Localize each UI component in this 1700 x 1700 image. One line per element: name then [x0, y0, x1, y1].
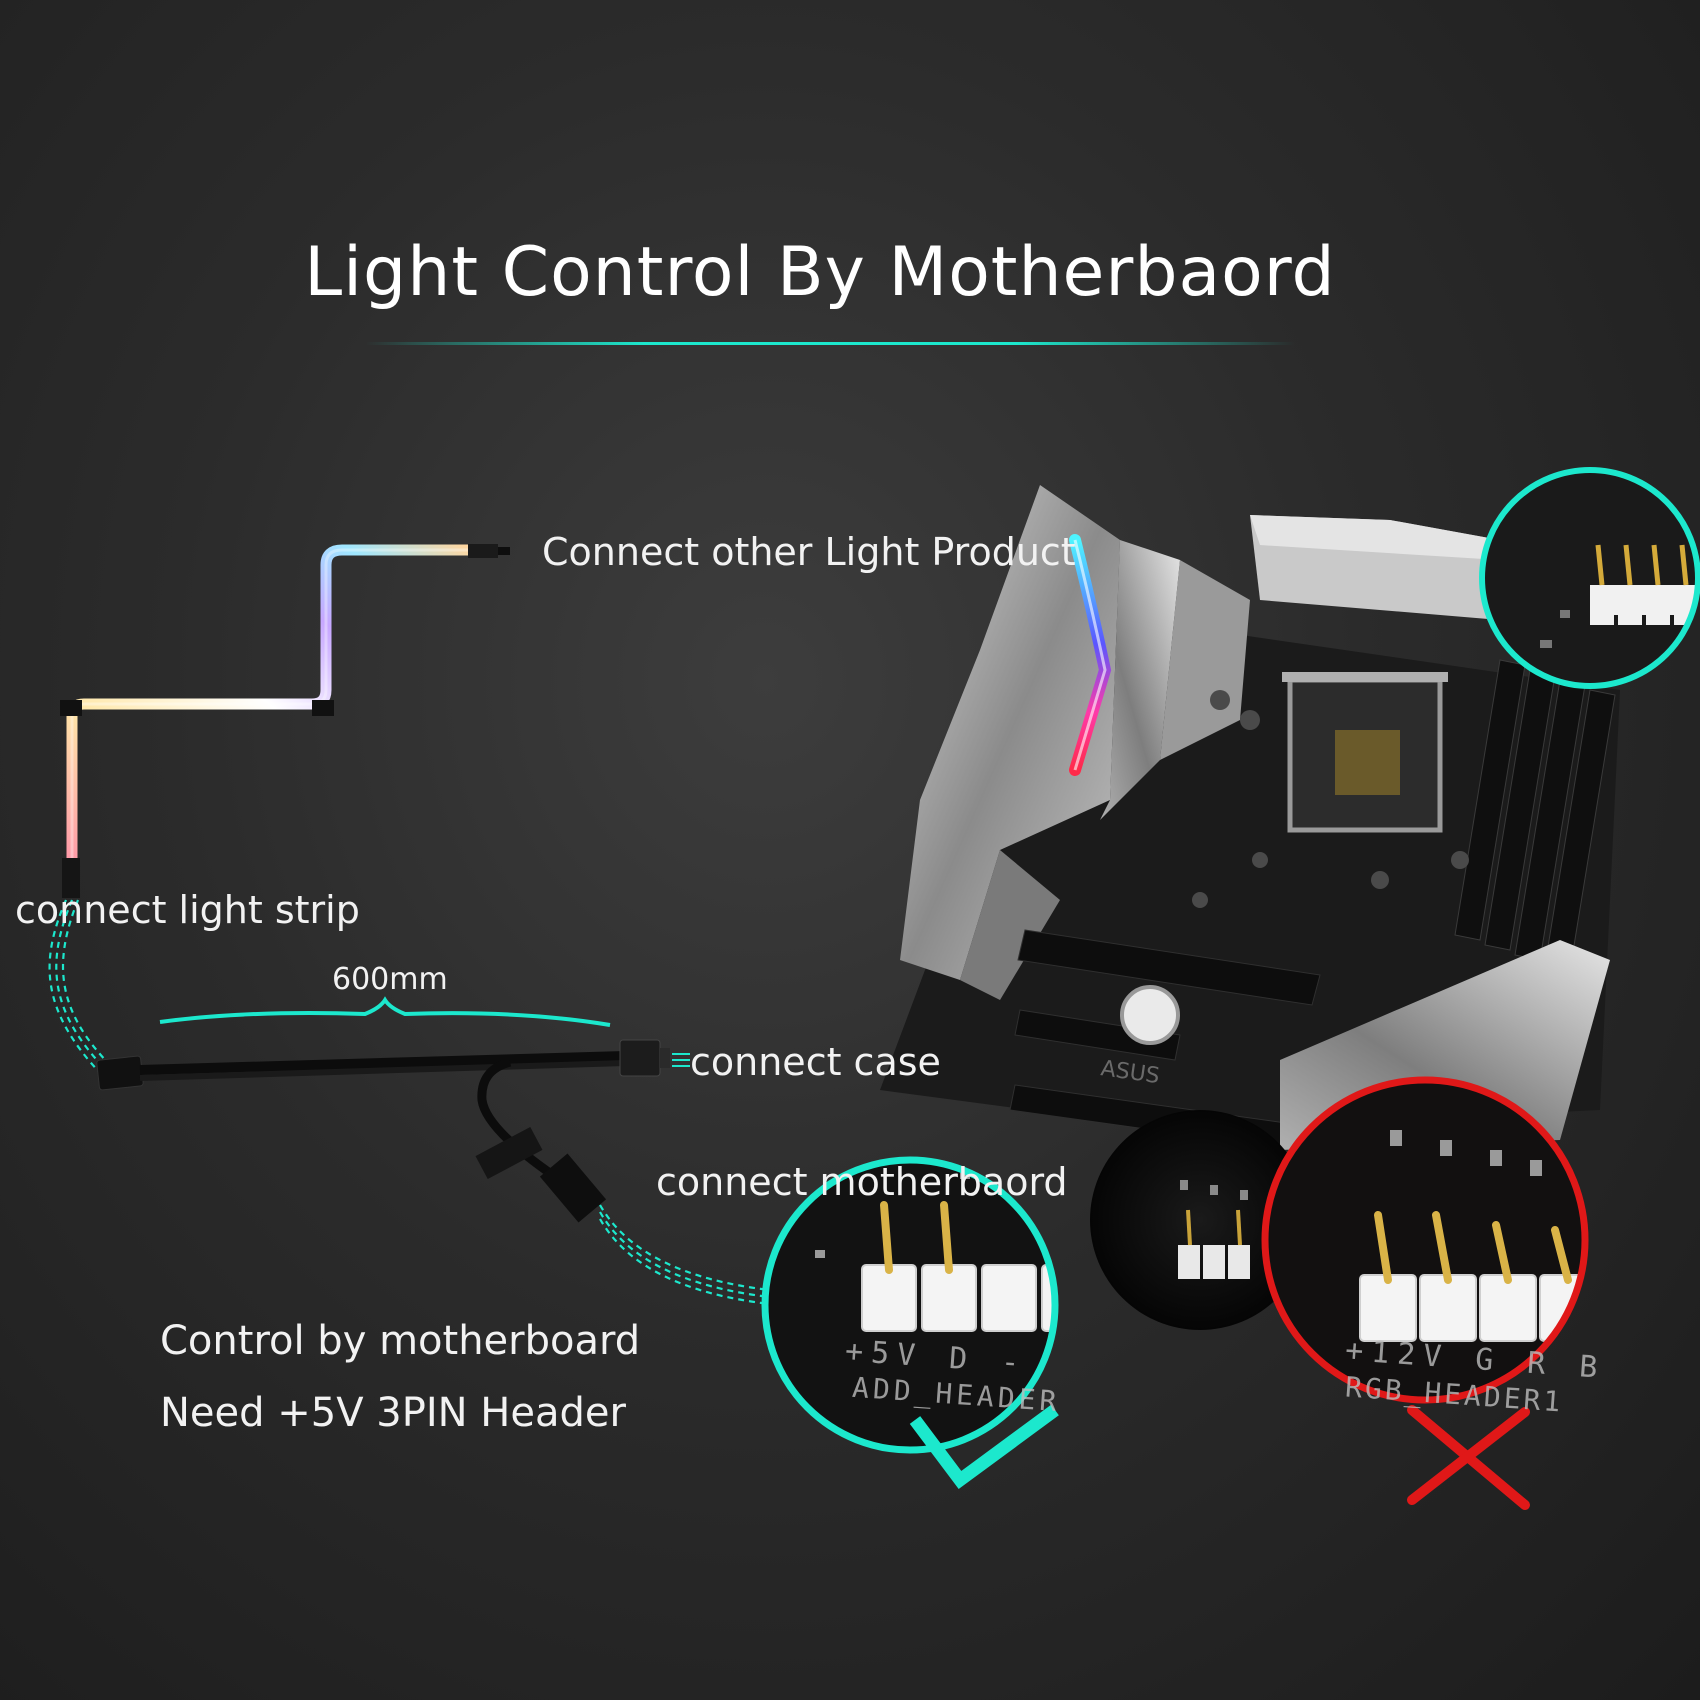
checkmark-icon — [909, 1404, 1059, 1490]
bad-header-magnifier — [1261, 1076, 1589, 1510]
splitter-cable — [96, 1039, 670, 1223]
strip-wire — [48, 899, 115, 1076]
label-control-line2: Need +5V 3PIN Header — [160, 1390, 626, 1436]
label-control-line1: Control by motherboard — [160, 1318, 641, 1364]
motherboard-wire — [599, 1204, 771, 1306]
good-header-magnifier — [761, 1156, 1059, 1490]
light-strip — [60, 544, 510, 898]
cross-icon — [1407, 1405, 1530, 1510]
label-cable-length: 600mm — [332, 962, 448, 997]
label-connect-other: Connect other Light Product — [542, 530, 1076, 574]
label-connect-case: connect case — [690, 1040, 941, 1084]
length-brace — [159, 996, 611, 1027]
page-title: Light Control By Motherbaord — [304, 233, 1336, 312]
motherboard: ASUS — [880, 485, 1620, 1151]
label-connect-strip: connect light strip — [15, 888, 360, 932]
label-connect-motherboard: connect motherbaord — [656, 1160, 1068, 1204]
title-underline — [365, 342, 1295, 345]
top-magnifier — [1479, 467, 1700, 689]
case-wire — [672, 1053, 690, 1067]
middle-magnifier — [1090, 1110, 1310, 1330]
